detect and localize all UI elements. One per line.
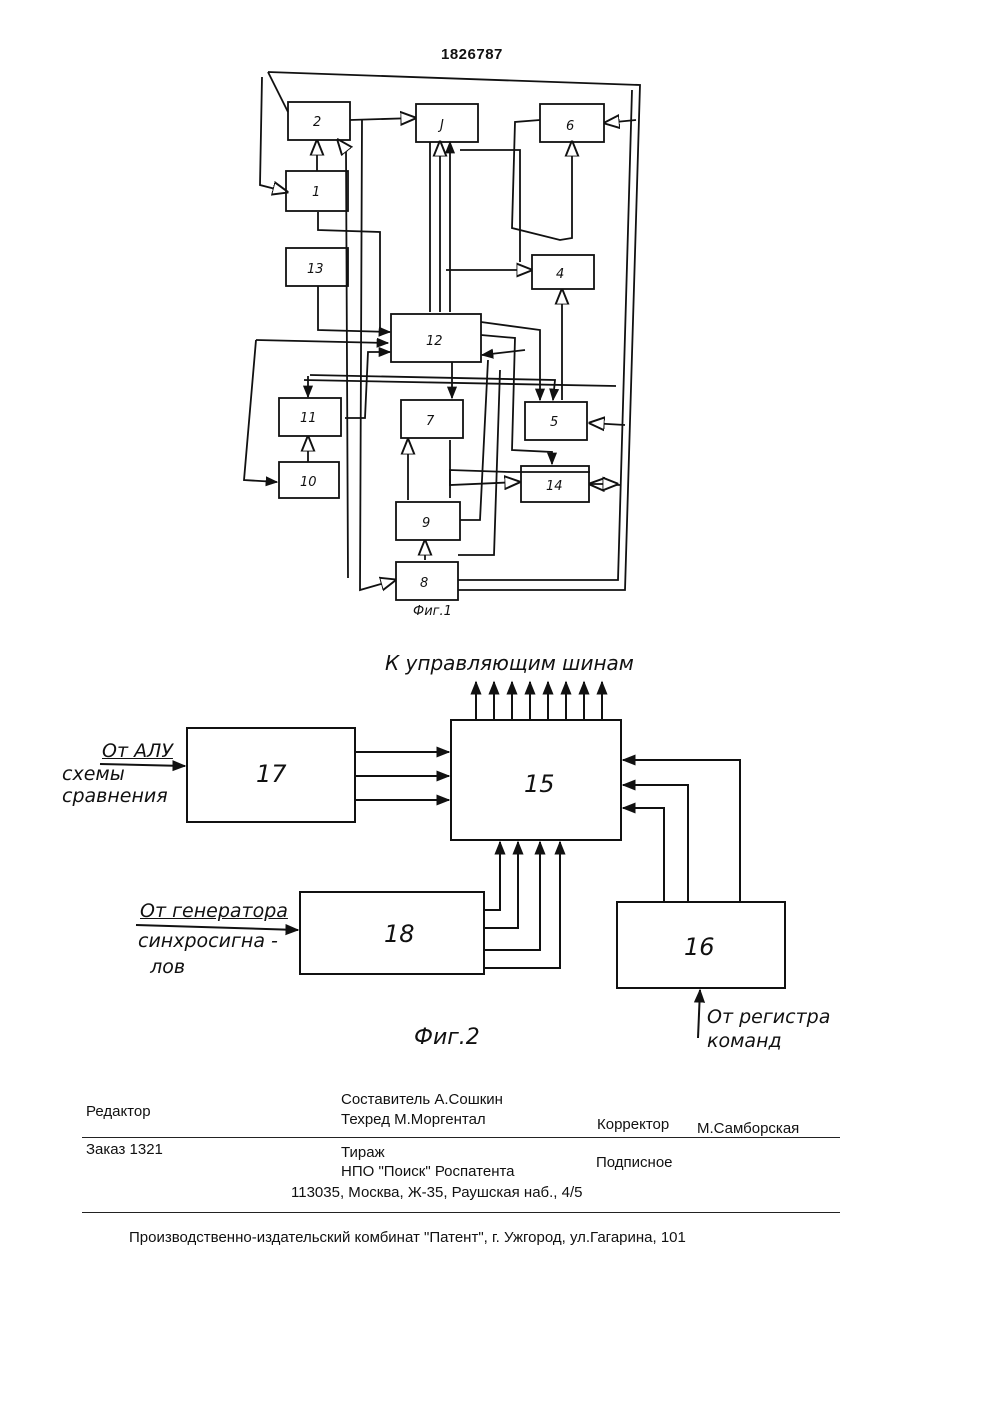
fig1-num-13: 13 [307, 262, 324, 277]
fig2-num-15: 15 [524, 770, 555, 798]
fig1-caption: Фиг.1 [413, 604, 452, 619]
fig1-num-14: 14 [546, 479, 563, 494]
fig1-block-3 [416, 104, 478, 142]
imprint-publisher: НПО "Поиск" Роспатента [341, 1163, 515, 1180]
imprint-divider [82, 1212, 840, 1213]
fig1-num-8: 8 [420, 576, 428, 591]
fig2-num-18: 18 [384, 920, 415, 948]
imprint-corrector-name: М.Самборская [697, 1120, 799, 1137]
fig1-num-9: 9 [422, 516, 430, 531]
fig2-input-alu-label: От АЛУ [102, 740, 173, 762]
fig1-bus-to-2 [268, 72, 288, 112]
imprint-techred: Техред М.Моргентал [341, 1111, 486, 1128]
fig1-num-2: 2 [313, 115, 321, 130]
fig2-input-generator-label: От генератора [140, 900, 288, 922]
fig1-block-numbers: 2 J 6 1 13 4 12 11 7 5 10 14 9 8 [300, 115, 574, 591]
imprint-printer: Производственно-издательский комбинат "П… [129, 1229, 686, 1246]
fig2-group [100, 682, 785, 1038]
fig2-caption: Фиг.2 [414, 1025, 480, 1050]
imprint-corrector-label: Корректор [597, 1116, 669, 1133]
fig1-num-4: 4 [556, 267, 564, 282]
imprint-compiler: Составитель А.Сошкин [341, 1091, 503, 1108]
fig1-num-7: 7 [426, 414, 435, 429]
fig1-num-12: 12 [426, 334, 443, 349]
fig1-num-3: J [437, 118, 444, 133]
imprint-circulation: Тираж [341, 1144, 385, 1161]
fig2-input-register-label: От регистра команд [707, 1005, 830, 1053]
imprint-subscription: Подписное [596, 1154, 673, 1171]
fig2-num-16: 16 [684, 933, 715, 961]
imprint-divider [82, 1137, 840, 1138]
fig2-num-17: 17 [256, 760, 287, 788]
fig2-input-comparison-label: схемы сравнения [62, 763, 168, 807]
fig1-num-6: 6 [566, 119, 574, 134]
fig1-num-11: 11 [300, 411, 317, 426]
imprint-order: Заказ 1321 [86, 1141, 163, 1158]
imprint-editor: Редактор [86, 1103, 151, 1120]
fig1-num-5: 5 [550, 415, 558, 430]
fig2-input-sync-label: синхросигна - лов [138, 928, 278, 980]
imprint-address: 113035, Москва, Ж-35, Раушская наб., 4/5 [291, 1184, 583, 1201]
fig2-output-label: К управляющим шинам [385, 652, 634, 674]
fig1-num-1: 1 [312, 185, 320, 200]
fig2-block-numbers: 17 15 18 16 [256, 760, 715, 961]
fig1-num-10: 10 [300, 475, 317, 490]
